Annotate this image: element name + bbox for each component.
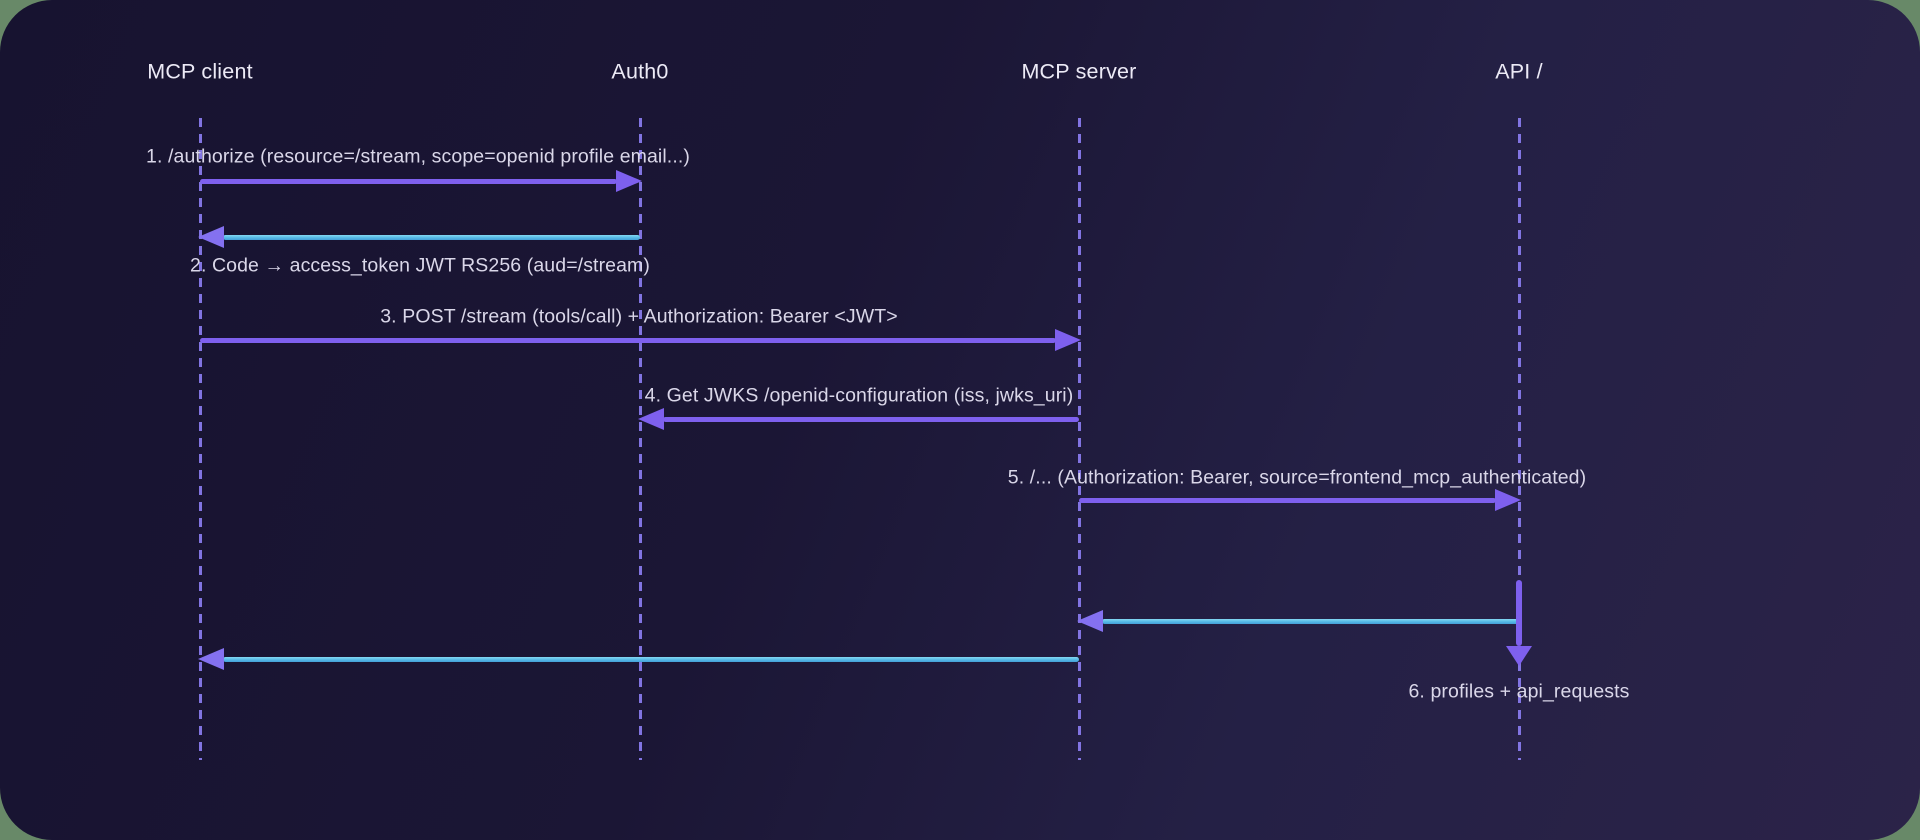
message-label-5: 5. /... (Authorization: Bearer, source=f… [1007,466,1587,489]
lifeline-mcp-server [1077,118,1081,760]
arrowhead-left-icon [1077,610,1103,632]
arrowhead-left-icon [198,226,224,248]
arrowhead-left-icon [198,648,224,670]
drop-arrow-line [1516,580,1522,646]
lifeline-mcp-client [198,118,202,760]
message-line-1 [200,178,617,184]
actor-label-api: API / [1495,59,1543,84]
arrowhead-right-icon [1495,489,1521,511]
arrowhead-down-icon [1506,646,1532,666]
message-line-6 [1102,618,1519,624]
message-label-2: 2. Code → access_token JWT RS256 (aud=/s… [190,254,650,277]
message-label-1: 1. /authorize (resource=/stream, scope=o… [146,145,690,168]
arrowhead-left-icon [638,408,664,430]
arrowhead-right-icon [1055,329,1081,351]
message-label-3: 3. POST /stream (tools/call) + Authoriza… [380,305,898,328]
message-line-7 [223,656,1079,662]
actor-label-auth0: Auth0 [611,59,669,84]
arrowhead-right-icon [616,170,642,192]
message-label-4: 4. Get JWKS /openid-configuration (iss, … [644,384,1074,407]
message-line-5 [1079,497,1496,503]
footnote-label: 6. profiles + api_requests [1408,680,1630,703]
message-line-2 [223,234,640,240]
message-line-3 [200,337,1056,343]
lifeline-api [1517,118,1521,760]
message-line-4 [663,416,1079,422]
actor-label-mcp-client: MCP client [147,59,253,84]
actor-label-mcp-server: MCP server [1021,59,1137,84]
lifeline-auth0 [638,118,642,760]
